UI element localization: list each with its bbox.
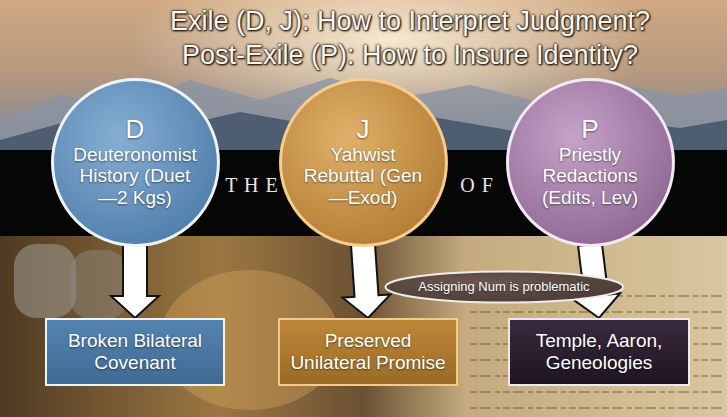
source-circle: PPriestly Redactions (Edits, Lev): [506, 78, 675, 247]
node-label: Preserved Unilateral Promise: [289, 330, 447, 373]
node-texts: Assigning Num is problematic: [418, 280, 589, 295]
result-box: Broken Bilateral Covenant: [45, 318, 225, 386]
node-texts: Broken Bilateral Covenant: [56, 330, 214, 373]
script-line: [470, 407, 722, 409]
watermark-text: O F: [452, 174, 502, 197]
node-label: Deuteronomist History (Duet—2 Kgs): [72, 144, 198, 209]
circle-shape: [280, 79, 446, 245]
block-arrow: [111, 244, 159, 318]
script-line: [470, 391, 722, 393]
slide-title: Exile (D, J): How to Interpret Judgment?: [100, 6, 720, 37]
node-texts: DDeuteronomist History (Duet—2 Kgs): [72, 115, 198, 209]
node-label: Assigning Num is problematic: [418, 280, 589, 295]
result-box: Preserved Unilateral Promise: [278, 318, 458, 386]
node-heading: J: [356, 115, 369, 144]
node-label: Temple, Aaron, Geneologies: [519, 330, 679, 373]
node-label: Priestly Redactions (Edits, Lev): [527, 144, 653, 209]
stone-tablet: [70, 250, 128, 320]
stone-tablet: [14, 244, 76, 318]
node-texts: PPriestly Redactions (Edits, Lev): [527, 115, 653, 209]
result-box: Temple, Aaron, Geneologies: [508, 318, 690, 386]
block-arrow: [343, 244, 391, 318]
node-heading: P: [581, 115, 598, 144]
node-texts: Preserved Unilateral Promise: [289, 330, 447, 373]
painting-ground: [0, 236, 727, 417]
source-circle: DDeuteronomist History (Duet—2 Kgs): [51, 78, 220, 247]
node-label: Yahwist Rebuttal (Gen—Exod): [300, 144, 426, 209]
watermark-text: T H E: [224, 174, 280, 197]
subtitle-line: Post-Exile (P): How to Insure Identity?: [100, 40, 720, 71]
oval-shape: [385, 272, 623, 303]
circle-shape: [507, 79, 673, 245]
node-label: Broken Bilateral Covenant: [56, 330, 214, 373]
circle-shape: [52, 79, 218, 245]
note-oval: Assigning Num is problematic: [384, 270, 625, 304]
node-heading: D: [126, 115, 145, 144]
node-texts: Temple, Aaron, Geneologies: [519, 330, 679, 373]
source-circle: JYahwist Rebuttal (Gen—Exod): [279, 78, 448, 247]
node-texts: JYahwist Rebuttal (Gen—Exod): [300, 115, 426, 209]
